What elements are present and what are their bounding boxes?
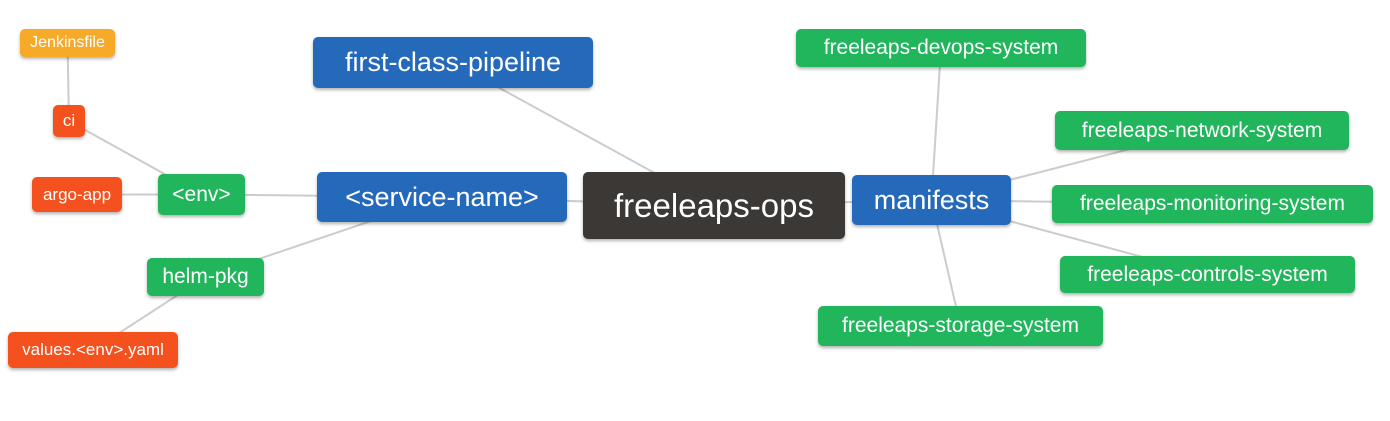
node-manifests[interactable]: manifests — [852, 175, 1011, 225]
node-env[interactable]: <env> — [158, 174, 245, 215]
node-jenkinsfile[interactable]: Jenkinsfile — [20, 29, 115, 57]
edge-manifests-devops-system — [930, 47, 942, 201]
node-service-name[interactable]: <service-name> — [317, 172, 567, 222]
node-ci[interactable]: ci — [53, 105, 85, 137]
node-argo-app[interactable]: argo-app — [32, 177, 122, 212]
node-controls-system[interactable]: freeleaps-controls-system — [1060, 256, 1355, 293]
node-values-env-yaml[interactable]: values.<env>.yaml — [8, 332, 178, 368]
node-monitoring-system[interactable]: freeleaps-monitoring-system — [1052, 185, 1373, 223]
node-network-system[interactable]: freeleaps-network-system — [1055, 111, 1349, 150]
node-storage-system[interactable]: freeleaps-storage-system — [818, 306, 1103, 346]
node-first-class-pipeline[interactable]: first-class-pipeline — [313, 37, 593, 88]
node-helm-pkg[interactable]: helm-pkg — [147, 258, 264, 296]
node-devops-system[interactable]: freeleaps-devops-system — [796, 29, 1086, 67]
node-freeleaps-ops[interactable]: freeleaps-ops — [583, 172, 845, 239]
